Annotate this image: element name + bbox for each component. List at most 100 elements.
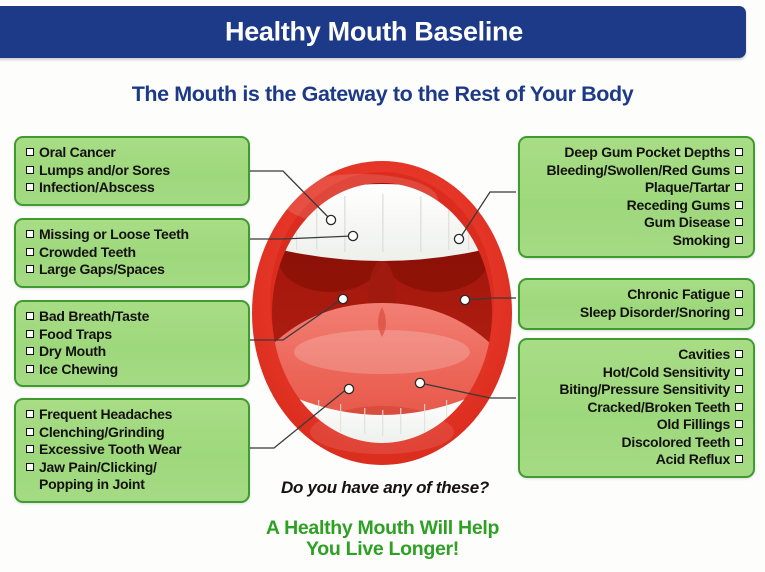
checkbox-icon[interactable]: [26, 183, 34, 191]
checklist-item[interactable]: Excessive Tooth Wear: [26, 441, 238, 459]
checkbox-icon[interactable]: [735, 307, 743, 316]
checklist-item[interactable]: Bleeding/Swollen/Red Gums: [530, 162, 743, 180]
checklist-item[interactable]: Sleep Disorder/Snoring: [530, 304, 743, 322]
checklist-item[interactable]: Old Fillings: [530, 416, 743, 434]
checklist-item-label: Discolored Teeth: [621, 433, 730, 450]
checkbox-icon[interactable]: [26, 148, 34, 156]
question-text: Do you have any of these?: [281, 478, 489, 497]
checkbox-icon[interactable]: [735, 420, 743, 428]
checkbox-icon[interactable]: [26, 410, 34, 418]
connector-endpoints: [325, 214, 471, 395]
checklist-item-label: Excessive Tooth Wear: [39, 441, 182, 457]
checkbox-icon[interactable]: [735, 290, 743, 298]
checklist-box-systemic[interactable]: Chronic Fatigue Sleep Disorder/Snoring: [518, 278, 755, 330]
checklist-item[interactable]: Receding Gums: [530, 197, 743, 215]
checklist-item[interactable]: Large Gaps/Spaces: [26, 261, 238, 279]
checklist-box-jaw-tmj[interactable]: Frequent Headaches Clenching/Grinding Ex…: [14, 398, 250, 503]
checkbox-icon[interactable]: [26, 364, 34, 373]
checklist-item-label: Lumps and/or Sores: [39, 161, 170, 178]
tagline: A Healthy Mouth Will Help You Live Longe…: [0, 518, 765, 560]
checklist-item-label: Crowded Teeth: [39, 243, 136, 260]
checklist-item-label: Bad Breath/Taste: [39, 308, 150, 324]
checklist-item[interactable]: Crowded Teeth: [26, 244, 238, 262]
checkbox-icon[interactable]: [735, 402, 743, 411]
checklist-box-tooth-condition[interactable]: Cavities Hot/Cold Sensitivity Biting/Pre…: [518, 338, 755, 478]
checklist-box-oral-habits[interactable]: Bad Breath/Taste Food Traps Dry Mouth Ic…: [14, 300, 250, 387]
checklist-item[interactable]: Acid Reflux: [530, 451, 743, 469]
checklist-item-label: Smoking: [672, 231, 731, 248]
checkbox-icon[interactable]: [26, 329, 34, 338]
checklist-item[interactable]: Clenching/Grinding: [26, 424, 238, 442]
checkbox-icon[interactable]: [735, 183, 743, 191]
checklist-item-label: Sleep Disorder/Snoring: [579, 303, 730, 320]
checklist-item-continued: Popping in Joint: [26, 476, 238, 494]
checkbox-icon[interactable]: [735, 367, 743, 376]
checklist-item-label: Jaw Pain/Clicking/: [39, 458, 157, 475]
checklist-item-label: Old Fillings: [656, 416, 730, 432]
checklist-item[interactable]: Gum Disease: [530, 214, 743, 232]
checkbox-icon[interactable]: [735, 165, 743, 174]
checkbox-icon[interactable]: [26, 445, 34, 453]
checklist-item-label: Large Gaps/Spaces: [39, 261, 165, 277]
checklist-item[interactable]: Food Traps: [26, 326, 238, 344]
checklist-item[interactable]: Missing or Loose Teeth: [26, 226, 238, 244]
checklist-item[interactable]: Frequent Headaches: [26, 406, 238, 424]
checkbox-icon[interactable]: [26, 165, 34, 174]
lower-teeth: [296, 398, 468, 443]
checkbox-icon[interactable]: [26, 347, 34, 355]
checkbox-icon[interactable]: [735, 350, 743, 358]
checkbox-icon[interactable]: [26, 265, 34, 273]
tagline-line-2: You Live Longer!: [305, 538, 459, 560]
checklist-item-label: Acid Reflux: [655, 451, 731, 467]
checkbox-icon[interactable]: [26, 427, 34, 436]
checklist-item-label: Frequent Headaches: [39, 406, 173, 422]
checklist-item[interactable]: Infection/Abscess: [26, 179, 238, 197]
checkbox-icon[interactable]: [26, 230, 34, 238]
checklist-item[interactable]: Jaw Pain/Clicking/: [26, 459, 238, 477]
checklist-item[interactable]: Ice Chewing: [26, 361, 238, 379]
checklist-item-label: Oral Cancer: [39, 144, 116, 160]
upper-teeth: [282, 184, 482, 261]
checkbox-icon[interactable]: [735, 148, 743, 156]
checklist-item[interactable]: Lumps and/or Sores: [26, 162, 238, 180]
checklist-item-label: Ice Chewing: [39, 360, 118, 377]
checkbox-icon[interactable]: [735, 235, 743, 244]
checklist-box-oral-tissue[interactable]: Oral Cancer Lumps and/or Sores Infection…: [14, 136, 250, 206]
checklist-item-label: Cracked/Broken Teeth: [587, 398, 730, 415]
page-subtitle: The Mouth is the Gateway to the Rest of …: [131, 82, 634, 106]
header-bar: Healthy Mouth Baseline: [0, 6, 746, 58]
checkbox-icon[interactable]: [735, 218, 743, 226]
checklist-item[interactable]: Plaque/Tartar: [530, 179, 743, 197]
checklist-item[interactable]: Smoking: [530, 232, 743, 250]
checklist-item[interactable]: Oral Cancer: [26, 144, 238, 162]
checklist-item-label: Cavities: [678, 346, 730, 362]
checklist-item[interactable]: Cracked/Broken Teeth: [530, 399, 743, 417]
mouth-interior: [272, 183, 492, 443]
checklist-item-label: Clenching/Grinding: [39, 423, 165, 440]
checklist-item[interactable]: Chronic Fatigue: [530, 286, 743, 304]
tagline-line-1: A Healthy Mouth Will Help: [265, 517, 500, 539]
checkbox-icon[interactable]: [26, 312, 34, 320]
checkbox-icon[interactable]: [735, 385, 743, 393]
checklist-item[interactable]: Cavities: [530, 346, 743, 364]
checklist-item[interactable]: Deep Gum Pocket Depths: [530, 144, 743, 162]
checkbox-icon[interactable]: [26, 247, 34, 256]
checkbox-icon[interactable]: [735, 200, 743, 209]
checklist-box-gum-health[interactable]: Deep Gum Pocket Depths Bleeding/Swollen/…: [518, 136, 755, 258]
checkbox-icon[interactable]: [735, 455, 743, 463]
checklist-item[interactable]: Discolored Teeth: [530, 434, 743, 452]
checklist-item[interactable]: Hot/Cold Sensitivity: [530, 364, 743, 382]
checklist-item-label: Dry Mouth: [39, 343, 106, 359]
checklist-item[interactable]: Dry Mouth: [26, 343, 238, 361]
checklist-item[interactable]: Bad Breath/Taste: [26, 308, 238, 326]
checklist-item-label: Receding Gums: [626, 196, 731, 213]
checklist-box-tooth-position[interactable]: Missing or Loose Teeth Crowded Teeth Lar…: [14, 218, 250, 288]
checklist-item-label: Chronic Fatigue: [627, 286, 730, 302]
checklist-item-label: Bleeding/Swollen/Red Gums: [546, 161, 730, 178]
checkbox-icon[interactable]: [735, 437, 743, 446]
checklist-item-label: Plaque/Tartar: [644, 179, 730, 195]
checkbox-icon[interactable]: [26, 462, 34, 471]
page-title: Healthy Mouth Baseline: [225, 16, 523, 47]
checklist-item[interactable]: Biting/Pressure Sensitivity: [530, 381, 743, 399]
